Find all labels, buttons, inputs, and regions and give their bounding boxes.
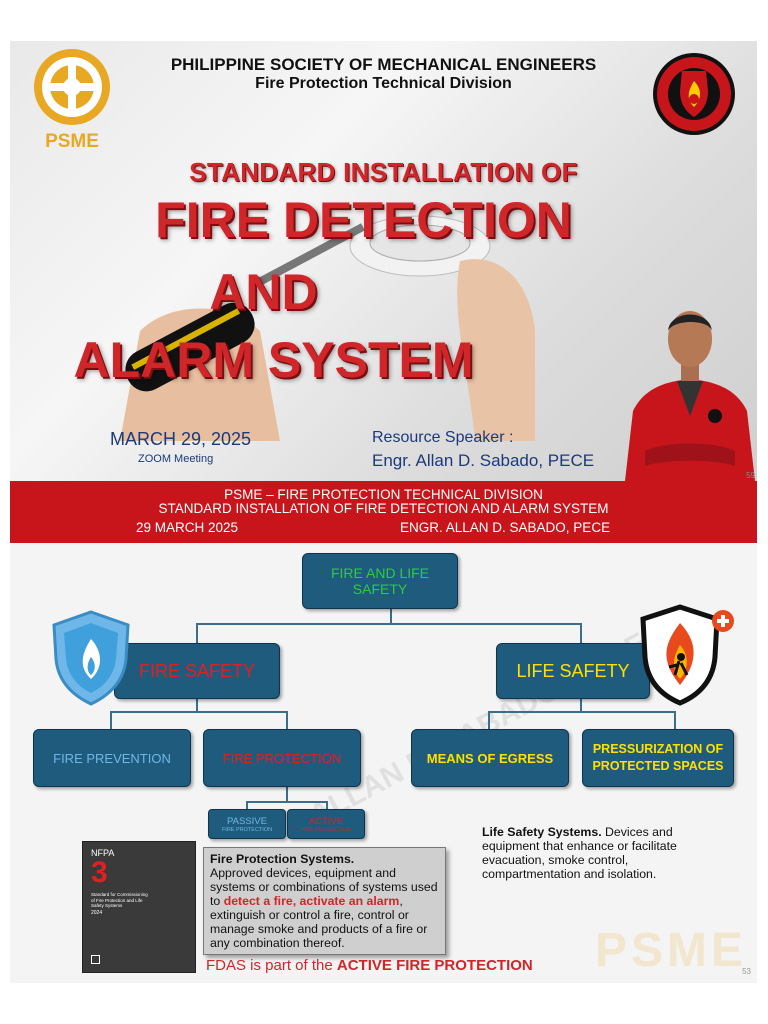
fdas-emphasis: ACTIVE FIRE PROTECTION: [336, 957, 533, 974]
node-fire-protection: FIRE PROTECTION: [203, 729, 361, 787]
event-platform: ZOOM Meeting: [138, 453, 214, 465]
passive-label: PASSIVE: [227, 815, 267, 827]
node-life-safety: LIFE SAFETY: [496, 643, 650, 699]
fire-protection-systems-definition: Fire Protection Systems. Approved device…: [203, 847, 446, 955]
fdas-statement: FDAS is part of the ACTIVE FIRE PROTECTI…: [206, 957, 533, 974]
title-intro: STANDARD INSTALLATION OF: [189, 157, 578, 187]
connector: [674, 711, 676, 729]
page-number: 59: [746, 471, 755, 480]
fps-highlight: detect a fire, activate an alarm: [223, 894, 400, 908]
band-division: PSME – FIRE PROTECTION TECHNICAL DIVISIO…: [224, 487, 543, 502]
connector: [286, 786, 288, 802]
connector: [286, 711, 288, 729]
lss-text: Devices and equipment that enhance or fa…: [482, 825, 677, 881]
active-label: ACTIVE: [308, 815, 344, 827]
band-author: ENGR. ALLAN D. SABADO, PECE: [400, 520, 611, 535]
nfpa-number: 3: [91, 856, 108, 889]
connector: [110, 711, 112, 729]
fps-text-2: , extinguish or control a fire, control …: [210, 894, 428, 950]
footer-band: PSME – FIRE PROTECTION TECHNICAL DIVISIO…: [10, 481, 757, 543]
fire-shield-icon: [52, 610, 130, 706]
passive-sublabel: FIRE PROTECTION: [221, 826, 273, 833]
node-fire-prevention: FIRE PREVENTION: [33, 729, 191, 787]
speaker-label: Resource Speaker :: [372, 429, 514, 446]
life-safety-shield-icon: [640, 604, 734, 706]
psme-logo: PSME: [34, 49, 110, 152]
diagram-slide: ALLAN D. SABADO, PECE PSME FIRE AND LIFE…: [10, 543, 757, 983]
connector: [246, 801, 328, 803]
division-name: Fire Protection Technical Division: [255, 75, 512, 92]
watermark-logo: PSME: [595, 924, 748, 977]
fps-heading: Fire Protection Systems.: [210, 852, 355, 866]
connector: [196, 623, 198, 643]
lss-heading: Life Safety Systems.: [482, 825, 602, 839]
connector: [488, 711, 676, 713]
node-fire-and-life-safety: FIRE AND LIFE SAFETY: [302, 553, 458, 609]
speaker-photo: [625, 311, 755, 481]
installation-photo: [120, 215, 535, 441]
title-line-3: ALARM SYSTEM: [73, 332, 474, 388]
fire-protection-badge-icon: [653, 53, 735, 135]
title-line-2: AND: [209, 264, 318, 320]
title-line-1: FIRE DETECTION: [155, 192, 572, 248]
connector: [196, 698, 198, 712]
speaker-name: Engr. Allan D. Sabado, PECE: [372, 451, 595, 470]
connector: [390, 608, 392, 624]
nfpa-title: Standard for Commissioning of Fire Prote…: [91, 892, 148, 908]
fps-text-1: Approved devices, equipment and systems …: [210, 866, 438, 908]
band-title: STANDARD INSTALLATION OF FIRE DETECTION …: [158, 501, 609, 516]
node-pressurization: PRESSURIZATION OF PROTECTED SPACES: [582, 729, 734, 787]
org-name: PHILIPPINE SOCIETY OF MECHANICAL ENGINEE…: [170, 55, 597, 74]
fdas-prefix: FDAS is part of the: [206, 957, 337, 974]
nfpa-logo-icon: [91, 955, 100, 964]
title-slide: PSME PHILIPPINE SOCIETY OF MECHANICAL EN…: [10, 41, 757, 481]
node-fire-safety: FIRE SAFETY: [114, 643, 280, 699]
node-active: ACTIVE FIRE PROTECTION: [287, 809, 365, 839]
active-sublabel: FIRE PROTECTION: [300, 826, 352, 833]
nfpa-3-book-cover: NFPA 3 Standard for Commissioning of Fir…: [82, 841, 196, 973]
connector: [580, 698, 582, 712]
life-safety-systems-definition: Life Safety Systems. Devices and equipme…: [482, 825, 712, 881]
connector: [326, 801, 328, 809]
connector: [246, 801, 248, 809]
event-date: MARCH 29, 2025: [110, 429, 252, 449]
connector: [110, 711, 288, 713]
connector: [488, 711, 490, 729]
psme-logo-text: PSME: [45, 131, 99, 152]
page-number: 53: [742, 967, 751, 976]
nfpa-year: 2024: [91, 910, 103, 916]
nfpa-brand: NFPA: [91, 848, 115, 858]
connector: [580, 623, 582, 643]
band-date: 29 MARCH 2025: [136, 520, 239, 535]
node-means-of-egress: MEANS OF EGRESS: [411, 729, 569, 787]
node-passive: PASSIVE FIRE PROTECTION: [208, 809, 286, 839]
connector: [196, 623, 582, 625]
